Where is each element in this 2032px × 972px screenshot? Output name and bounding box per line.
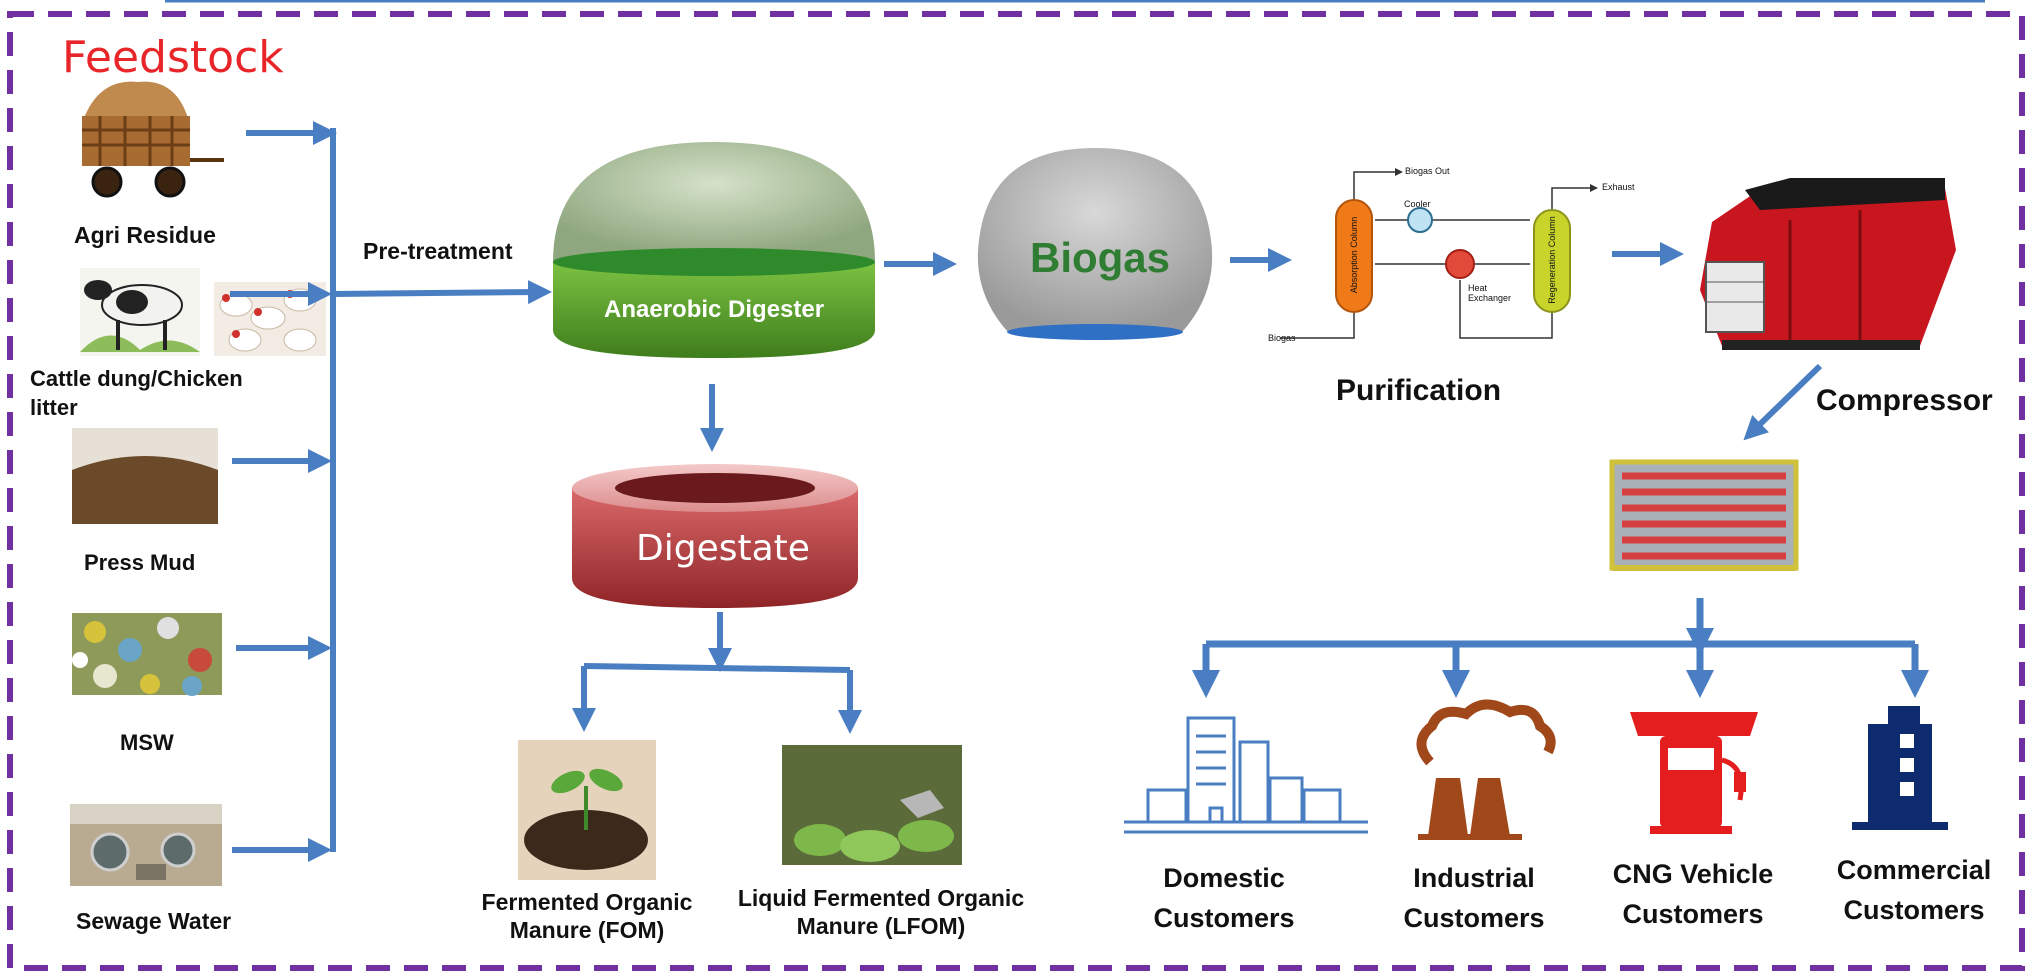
cooler-label: Cooler	[1404, 199, 1431, 209]
lfom-garden-icon	[782, 745, 962, 865]
absorption-column-label: Absorption Column	[1349, 216, 1359, 294]
feedstock-title: Feedstock	[62, 32, 284, 83]
cattle-chicken-label: Cattle dung/Chicken litter	[30, 366, 243, 420]
cng-vehicle-customers-label: CNG Vehicle Customers	[1612, 859, 1774, 929]
commercial-building-icon	[1852, 706, 1948, 830]
press-mud-icon	[72, 428, 218, 524]
heat-exchanger-label: Heat Exchanger	[1468, 283, 1512, 303]
commercial-customers-label: Commercial Customers	[1836, 855, 1992, 925]
cattle-icon	[80, 268, 200, 356]
exhaust-label: Exhaust	[1602, 182, 1635, 192]
msw-icon	[72, 613, 222, 696]
industrial-factory-icon	[1416, 699, 1556, 840]
digestate-tank-icon	[572, 464, 858, 608]
domestic-buildings-icon	[1124, 716, 1368, 834]
sewage-plant-icon	[70, 804, 222, 886]
agri-residue-label: Agri Residue	[74, 222, 216, 248]
customer-distribution-arrows	[1192, 598, 1929, 698]
arrow-compressor-cascade	[1743, 363, 1823, 441]
purification-schematic	[1280, 168, 1598, 339]
pretreatment-label: Pre-treatment	[363, 238, 513, 264]
press-mud-label: Press Mud	[84, 550, 196, 575]
biogas-in-label: Biogas	[1268, 333, 1296, 343]
fom-plant-icon	[518, 740, 656, 880]
cng-pump-icon	[1630, 712, 1758, 834]
sewage-water-label: Sewage Water	[76, 908, 232, 934]
purification-label: Purification	[1336, 374, 1502, 407]
lfom-label: Liquid Fermented Organic Manure (LFOM)	[737, 885, 1025, 939]
biogas-out-label: Biogas Out	[1405, 166, 1450, 176]
industrial-customers-label: Industrial Customers	[1403, 863, 1545, 933]
digestate-split-arrows	[572, 612, 862, 734]
compressor-label: Compressor	[1816, 384, 1993, 417]
digester-label: Anaerobic Digester	[604, 296, 825, 323]
fom-label: Fermented Organic Manure (FOM)	[481, 889, 693, 943]
trolley-icon	[82, 81, 224, 198]
biogas-dome-icon	[977, 148, 1213, 340]
compressor-icon	[1700, 178, 1956, 350]
biogas-label: Biogas	[1030, 234, 1171, 281]
dashed-border	[7, 11, 2025, 971]
msw-label: MSW	[120, 730, 174, 755]
anaerobic-digester-icon	[553, 142, 875, 358]
feedstock-arrows	[230, 121, 552, 862]
domestic-customers-label: Domestic Customers	[1153, 863, 1295, 933]
regeneration-column-label: Regeneration Column	[1547, 216, 1557, 304]
cng-cascade-icon	[1609, 459, 1799, 571]
digestate-label: Digestate	[636, 528, 810, 569]
